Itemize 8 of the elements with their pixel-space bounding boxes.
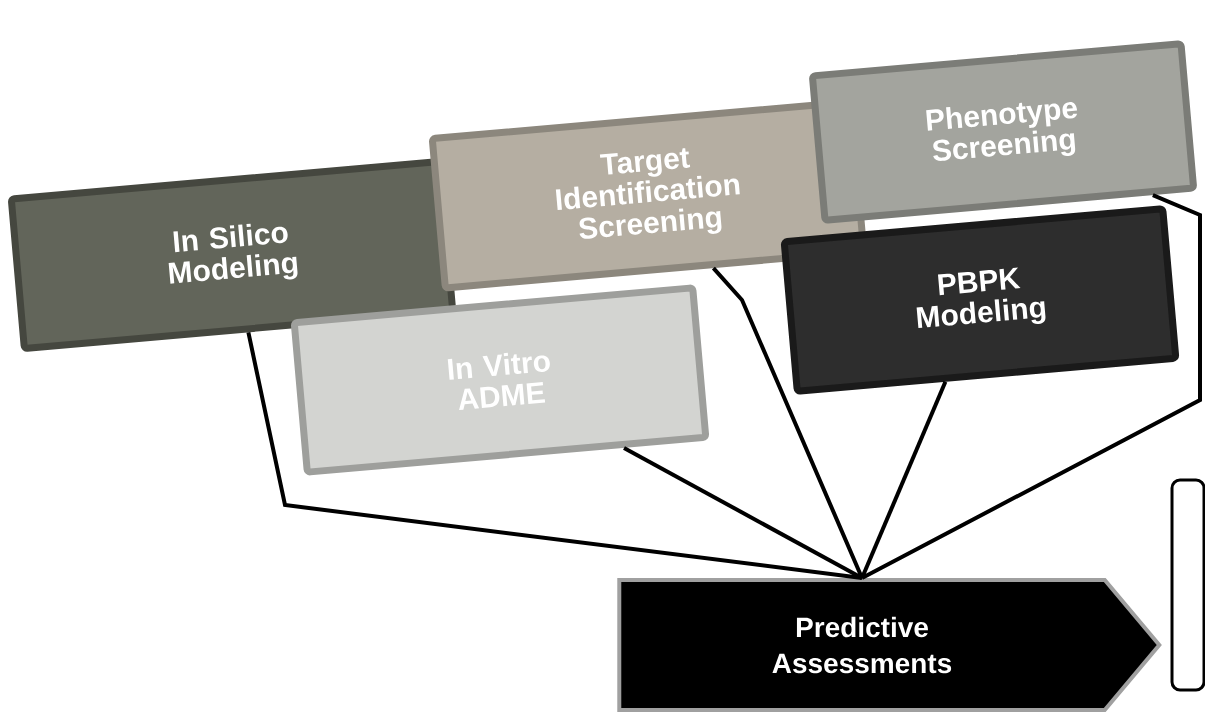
tile-box: PBPK Modeling — [780, 205, 1180, 395]
tile-box: In Silico Modeling — [8, 158, 456, 352]
connector-line — [623, 446, 863, 580]
tile-box: Phenotype Screening — [809, 40, 1197, 224]
side-box — [1170, 478, 1205, 692]
connector-line — [246, 331, 863, 580]
connector-line — [860, 381, 948, 579]
arrow-box: Predictive Assessments — [617, 578, 1162, 712]
